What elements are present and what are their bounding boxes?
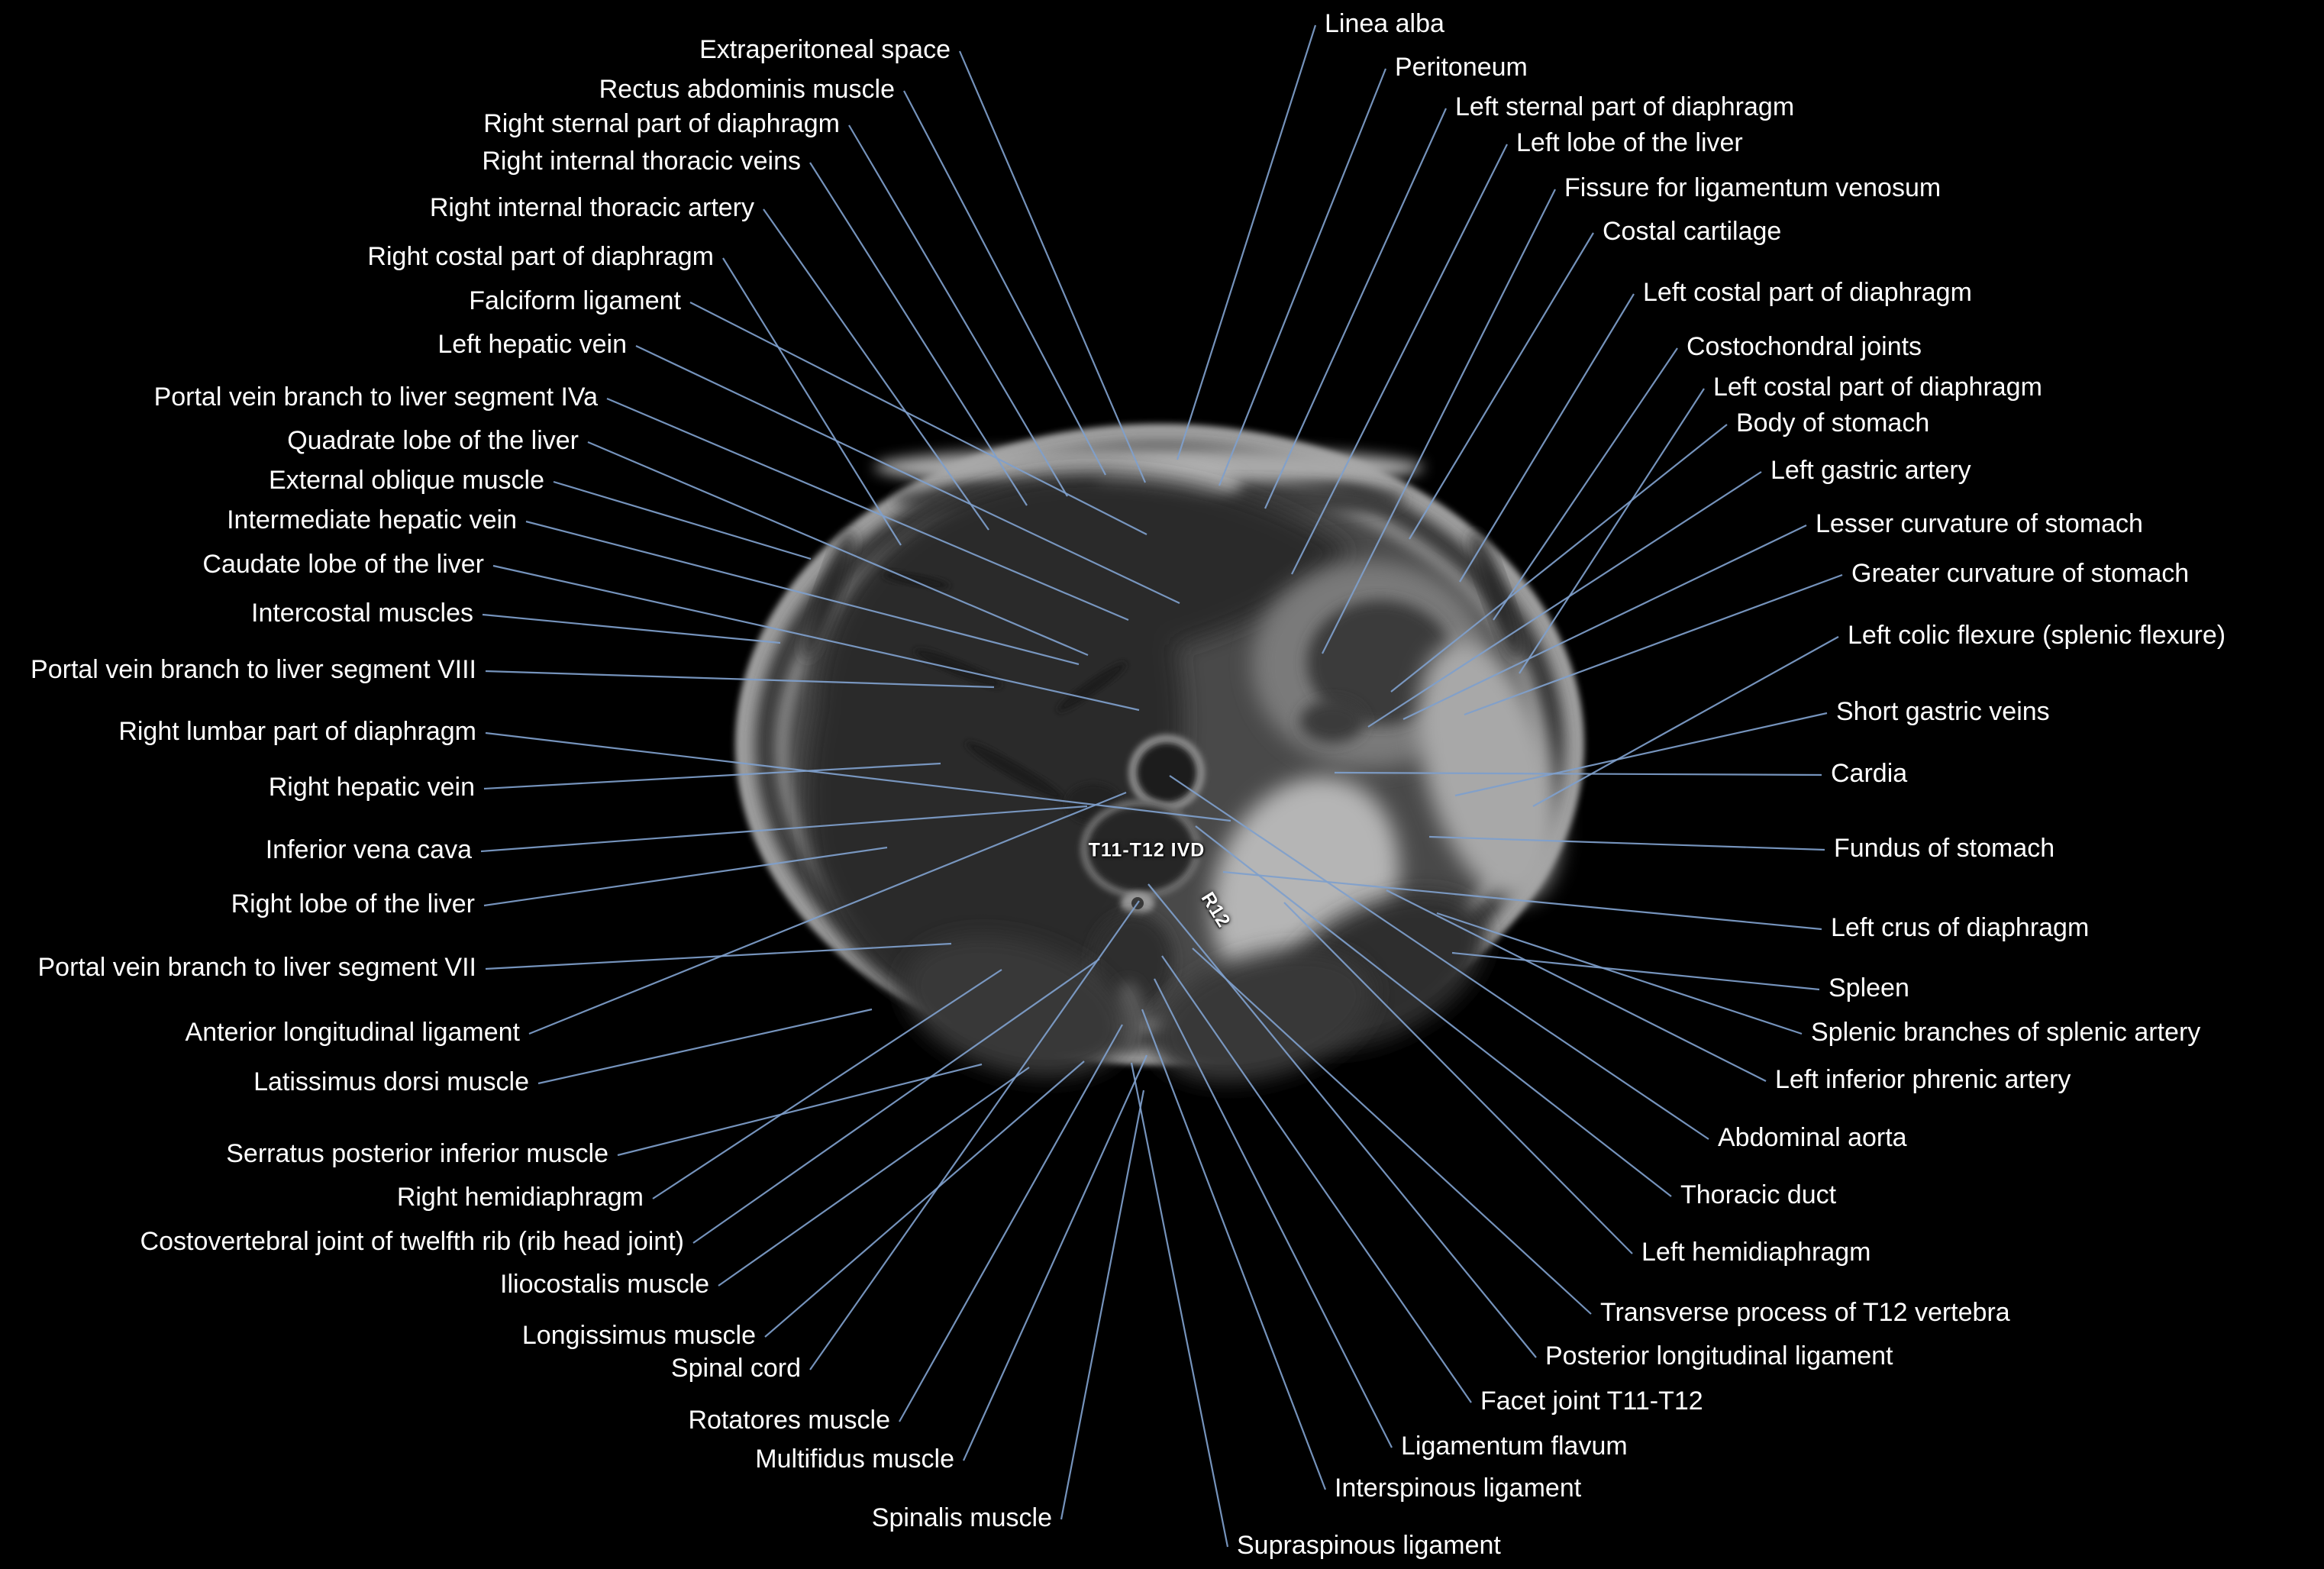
label-interspinous-ligament: Interspinous ligament (1335, 1474, 1582, 1503)
label-transverse-process-of-t12: Transverse process of T12 vertebra (1600, 1298, 2010, 1327)
label-fissure-for-ligamentum-venosum: Fissure for ligamentum venosum (1564, 173, 1942, 202)
label-supraspinous-ligament: Supraspinous ligament (1237, 1531, 1501, 1560)
label-left-lobe-of-liver: Left lobe of the liver (1516, 128, 1743, 157)
label-linea-alba: Linea alba (1325, 9, 1444, 38)
label-left-hepatic-vein: Left hepatic vein (437, 330, 627, 359)
label-external-oblique-muscle: External oblique muscle (269, 466, 544, 495)
label-spinal-cord: Spinal cord (670, 1354, 801, 1383)
label-right-lobe-of-liver: Right lobe of the liver (231, 889, 475, 918)
label-fundus-of-stomach: Fundus of stomach (1834, 834, 2055, 863)
label-inferior-vena-cava: Inferior vena cava (265, 835, 472, 864)
label-right-sternal-part-of-diaphragm: Right sternal part of diaphragm (483, 109, 840, 138)
label-left-sternal-part-of-diaphragm: Left sternal part of diaphragm (1455, 92, 1795, 121)
label-cardia: Cardia (1831, 759, 1908, 788)
label-left-colic-flexure: Left colic flexure (splenic flexure) (1848, 621, 2226, 650)
label-rectus-abdominis-muscle: Rectus abdominis muscle (599, 75, 895, 104)
label-spinalis-muscle: Spinalis muscle (871, 1503, 1052, 1532)
label-rotatores-muscle: Rotatores muscle (688, 1406, 890, 1435)
label-right-internal-thoracic-artery: Right internal thoracic artery (429, 193, 754, 222)
label-spleen: Spleen (1829, 973, 1909, 1002)
label-greater-curvature-of-stomach: Greater curvature of stomach (1851, 559, 2190, 588)
label-peritoneum: Peritoneum (1395, 53, 1528, 82)
aorta-lumen (1137, 743, 1196, 802)
label-right-hemidiaphragm: Right hemidiaphragm (396, 1183, 644, 1212)
label-body-of-stomach: Body of stomach (1736, 408, 1930, 437)
label-right-lumbar-part-of-diaphragm: Right lumbar part of diaphragm (118, 717, 476, 746)
label-longissimus-muscle: Longissimus muscle (521, 1321, 756, 1350)
spinal-cord-region (1131, 897, 1144, 909)
label-costovertebral-joint-of-twelfth-rib: Costovertebral joint of twelfth rib (rib… (140, 1227, 684, 1256)
label-caudate-lobe-of-liver: Caudate lobe of the liver (202, 550, 484, 579)
label-portal-vein-branch-viii: Portal vein branch to liver segment VIII (31, 655, 476, 684)
label-left-crus-of-diaphragm: Left crus of diaphragm (1831, 913, 2090, 942)
label-left-inferior-phrenic-artery: Left inferior phrenic artery (1775, 1065, 2071, 1094)
label-ligamentum-flavum: Ligamentum flavum (1401, 1432, 1628, 1461)
scan-annotation-t11-t12-ivd: T11-T12 IVD (1088, 839, 1206, 861)
label-costal-cartilage: Costal cartilage (1603, 217, 1782, 246)
label-left-hemidiaphragm: Left hemidiaphragm (1641, 1238, 1871, 1267)
stomach-fold (1300, 700, 1364, 743)
label-latissimus-dorsi-muscle: Latissimus dorsi muscle (253, 1067, 529, 1096)
label-short-gastric-veins: Short gastric veins (1836, 697, 2050, 726)
label-intermediate-hepatic-vein: Intermediate hepatic vein (227, 505, 517, 534)
label-posterior-longitudinal-ligament: Posterior longitudinal ligament (1545, 1341, 1893, 1370)
body-cross-section (735, 424, 1584, 1083)
label-thoracic-duct: Thoracic duct (1680, 1180, 1837, 1209)
label-left-costal-part-of-diaphragm-upper: Left costal part of diaphragm (1643, 278, 1972, 307)
label-left-costal-part-of-diaphragm-lower: Left costal part of diaphragm (1713, 373, 2042, 402)
label-splenic-branches-of-splenic-artery: Splenic branches of splenic artery (1811, 1018, 2201, 1047)
label-extraperitoneal-space: Extraperitoneal space (699, 35, 951, 64)
label-right-costal-part-of-diaphragm: Right costal part of diaphragm (367, 242, 714, 271)
label-serratus-posterior-inferior-muscle: Serratus posterior inferior muscle (226, 1139, 608, 1168)
label-facet-joint-t11-t12: Facet joint T11-T12 (1480, 1387, 1703, 1416)
label-falciform-ligament: Falciform ligament (469, 286, 681, 315)
label-quadrate-lobe-of-liver: Quadrate lobe of the liver (287, 426, 579, 455)
label-lesser-curvature-of-stomach: Lesser curvature of stomach (1816, 509, 2143, 538)
label-abdominal-aorta: Abdominal aorta (1718, 1123, 1907, 1152)
label-anterior-longitudinal-ligament: Anterior longitudinal ligament (185, 1018, 520, 1047)
label-iliocostalis-muscle: Iliocostalis muscle (500, 1270, 709, 1299)
label-right-hepatic-vein: Right hepatic vein (268, 773, 475, 802)
label-multifidus-muscle: Multifidus muscle (755, 1445, 954, 1474)
label-portal-vein-branch-vii: Portal vein branch to liver segment VII (37, 953, 477, 982)
label-portal-vein-branch-iva: Portal vein branch to liver segment IVa (153, 383, 598, 412)
label-intercostal-muscles: Intercostal muscles (251, 599, 473, 628)
label-costochondral-joints: Costochondral joints (1687, 332, 1922, 361)
label-right-internal-thoracic-veins: Right internal thoracic veins (482, 147, 801, 176)
label-left-gastric-artery: Left gastric artery (1770, 456, 1971, 485)
